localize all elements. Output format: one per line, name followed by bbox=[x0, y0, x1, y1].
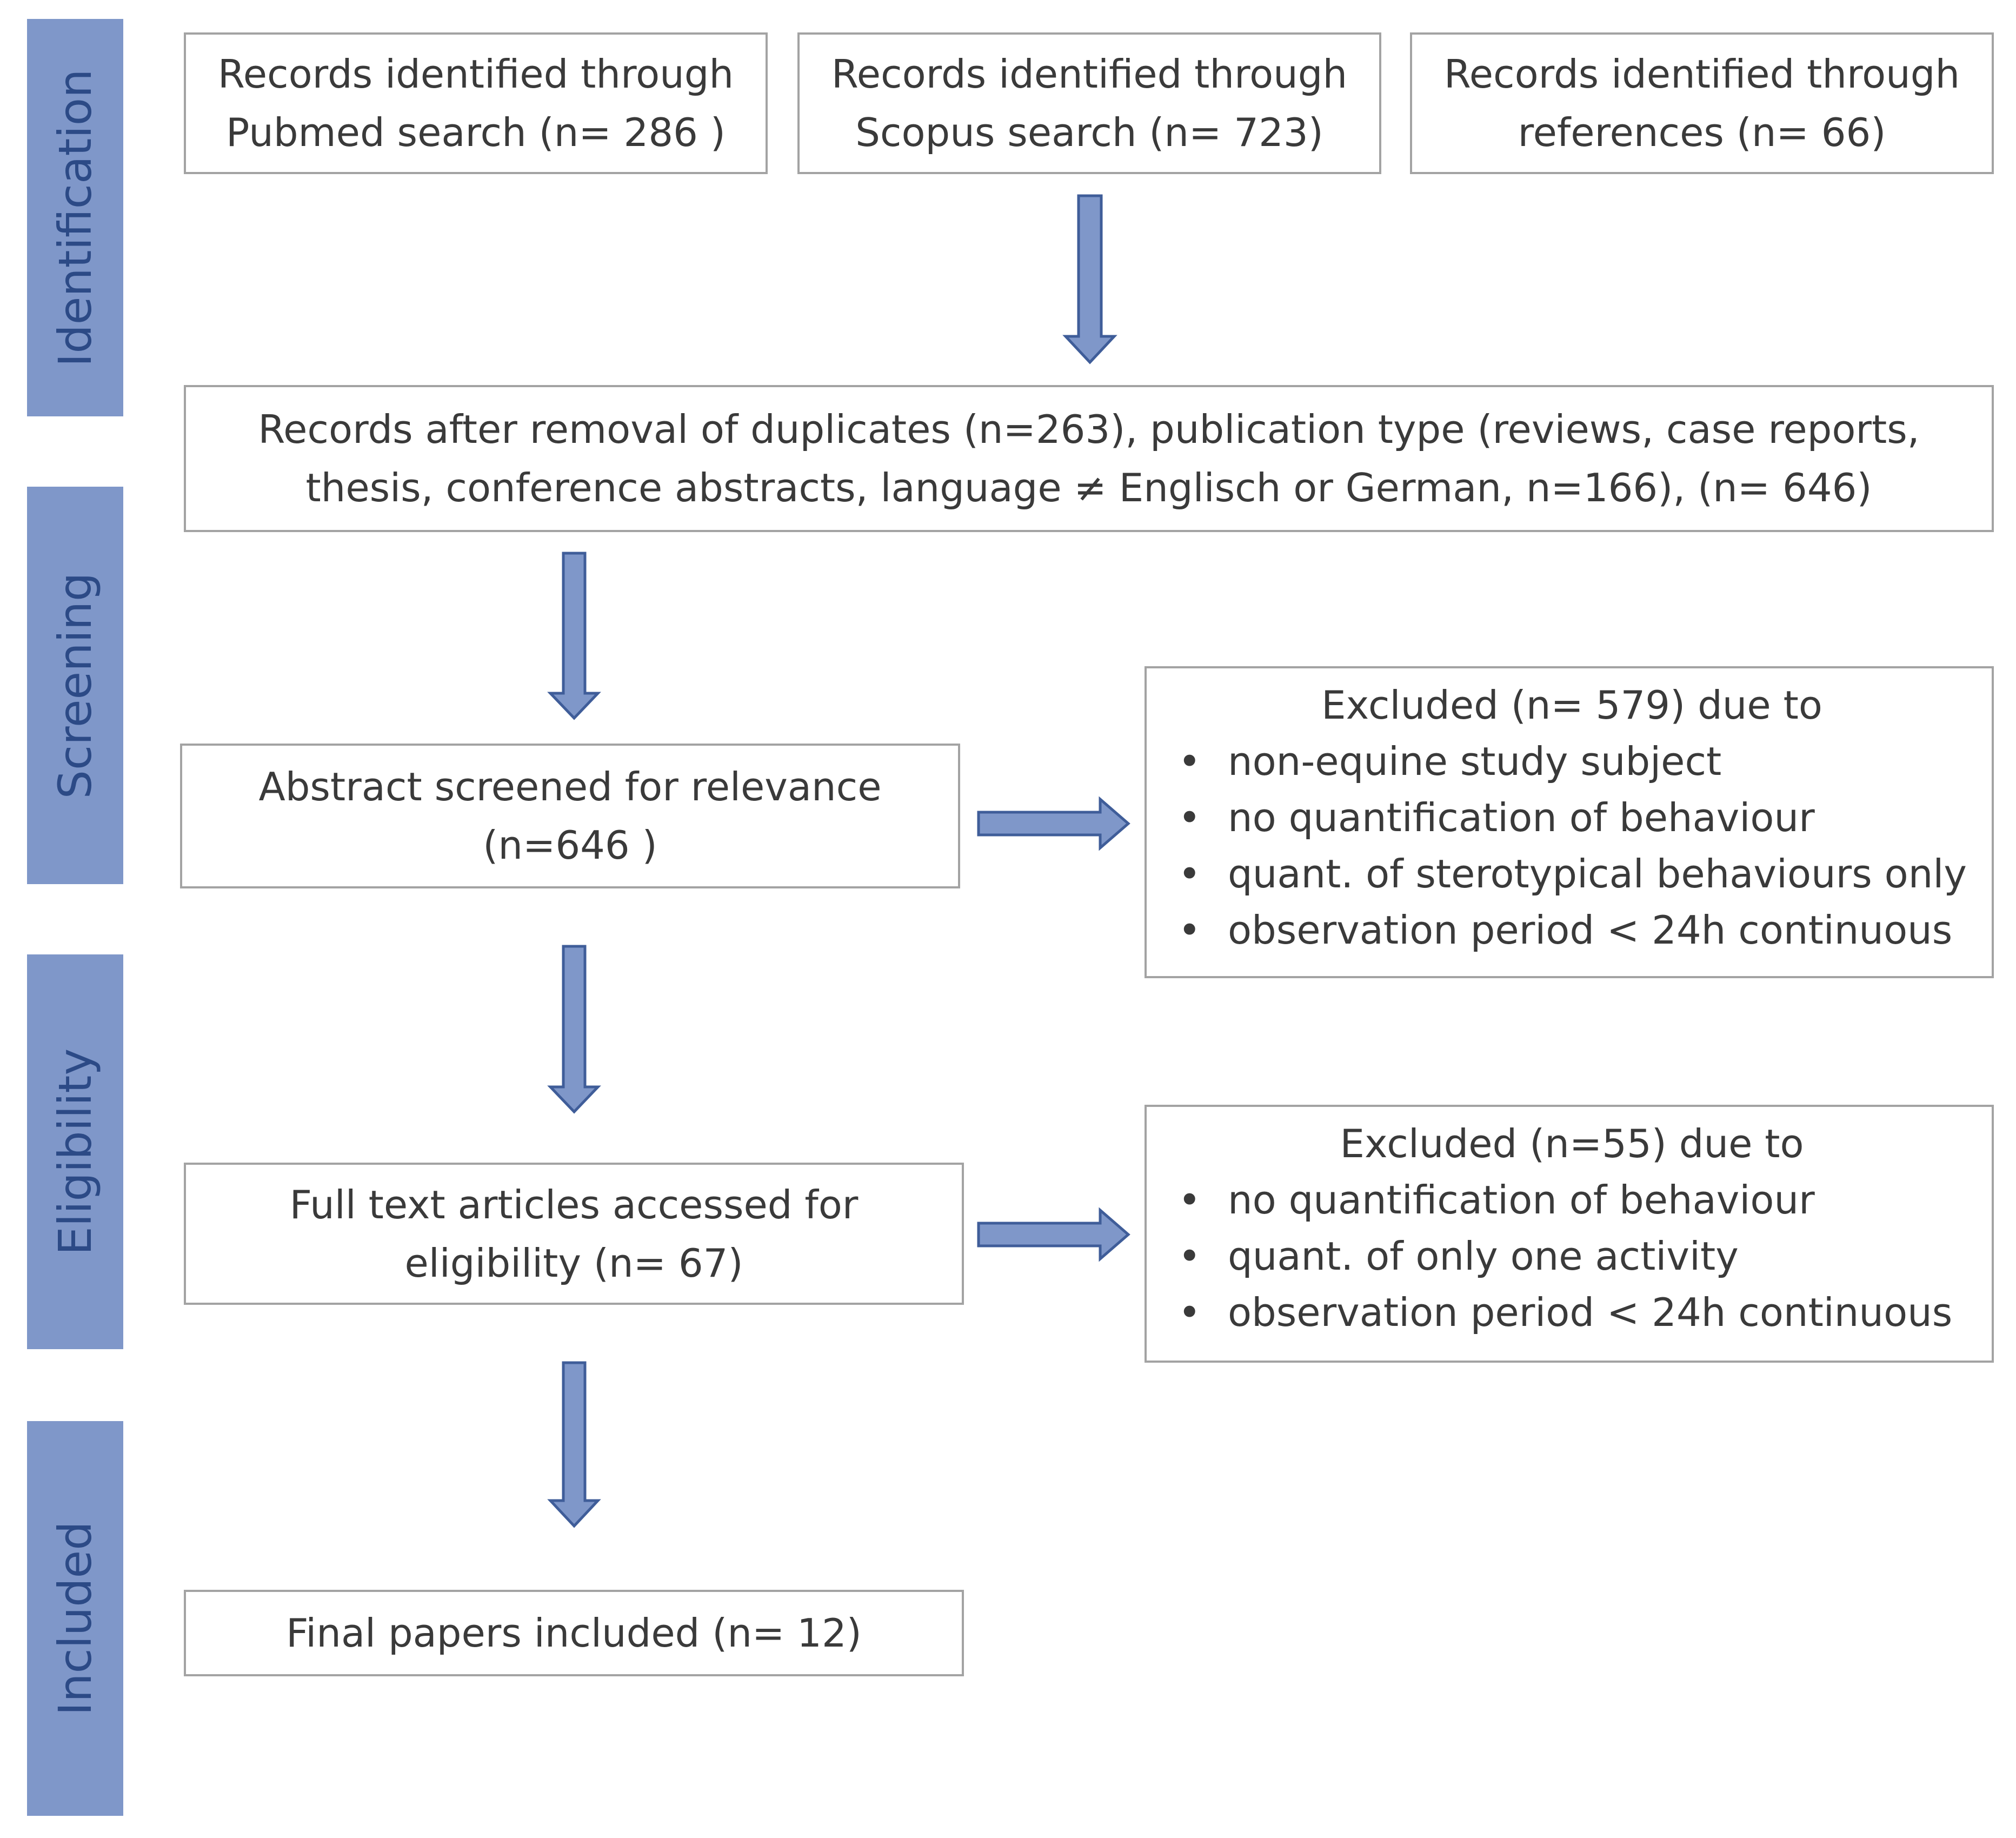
reference-records-box: Records identified through references (n… bbox=[1410, 32, 1994, 174]
full-text-line-1: Full text articles accessed for bbox=[289, 1182, 859, 1227]
list-item: • no quantification of behaviour bbox=[1174, 789, 1970, 846]
excluded-screening-list: • non-equine study subject • no quantifica… bbox=[1174, 733, 1970, 958]
list-item: • no quantification of behaviour bbox=[1174, 1172, 1970, 1228]
bullet-icon: • bbox=[1178, 907, 1201, 953]
bullet-icon: • bbox=[1178, 1233, 1201, 1279]
excluded-eligibility-title: Excluded (n=55) due to bbox=[1340, 1121, 1804, 1166]
reference-records-line-2: references (n= 66) bbox=[1518, 110, 1886, 155]
scopus-records-line-1: Records identified through bbox=[831, 51, 1348, 97]
stage-included: Included bbox=[27, 1421, 123, 1816]
records-after-removal-line-1: Records after removal of duplicates (n=2… bbox=[258, 407, 1920, 452]
list-item-text: no quantification of behaviour bbox=[1228, 795, 1815, 840]
arrow-down-icon bbox=[547, 945, 601, 1114]
list-item-text: observation period < 24h continuous bbox=[1228, 907, 1953, 953]
scopus-records-box: Records identified through Scopus search… bbox=[797, 32, 1381, 174]
scopus-records-line-2: Scopus search (n= 723) bbox=[855, 110, 1323, 155]
list-item-text: quant. of sterotypical behaviours only bbox=[1228, 851, 1967, 897]
final-papers-line: Final papers included (n= 12) bbox=[286, 1610, 862, 1656]
final-papers-box: Final papers included (n= 12) bbox=[184, 1590, 964, 1676]
bullet-icon: • bbox=[1178, 739, 1201, 784]
list-item: • quant. of only one activity bbox=[1174, 1228, 1970, 1284]
records-after-removal-box: Records after removal of duplicates (n=2… bbox=[184, 385, 1994, 532]
pubmed-records-line-2: Pubmed search (n= 286 ) bbox=[226, 110, 726, 155]
arrow-right-icon bbox=[977, 796, 1130, 851]
list-item-text: non-equine study subject bbox=[1228, 739, 1722, 784]
excluded-eligibility-list: • no quantification of behaviour • quant. … bbox=[1174, 1172, 1970, 1341]
abstract-screened-box: Abstract screened for relevance (n=646 ) bbox=[180, 744, 960, 888]
list-item: • non-equine study subject bbox=[1174, 733, 1970, 789]
arrow-down-icon bbox=[1062, 194, 1117, 364]
list-item-text: quant. of only one activity bbox=[1228, 1233, 1739, 1279]
list-item: • observation period < 24h continuous bbox=[1174, 1284, 1970, 1341]
abstract-screened-line-1: Abstract screened for relevance bbox=[258, 764, 882, 809]
excluded-screening-box: Excluded (n= 579) due to • non-equine stu… bbox=[1145, 666, 1994, 978]
list-item: • observation period < 24h continuous bbox=[1174, 902, 1970, 958]
reference-records-line-1: Records identified through bbox=[1443, 51, 1960, 97]
list-item-text: observation period < 24h continuous bbox=[1228, 1290, 1953, 1335]
list-item-text: no quantification of behaviour bbox=[1228, 1177, 1815, 1223]
stage-eligibility: Eligibility bbox=[27, 954, 123, 1349]
bullet-icon: • bbox=[1178, 795, 1201, 840]
bullet-icon: • bbox=[1178, 1290, 1201, 1335]
bullet-icon: • bbox=[1178, 1177, 1201, 1223]
full-text-line-2: eligibility (n= 67) bbox=[404, 1240, 743, 1286]
stage-screening: Screening bbox=[27, 487, 123, 884]
list-item: • quant. of sterotypical behaviours only bbox=[1174, 846, 1970, 902]
bullet-icon: • bbox=[1178, 851, 1201, 897]
arrow-down-icon bbox=[547, 1361, 601, 1528]
pubmed-records-line-1: Records identified through bbox=[217, 51, 734, 97]
pubmed-records-box: Records identified through Pubmed search… bbox=[184, 32, 768, 174]
excluded-eligibility-box: Excluded (n=55) due to • no quantificatio… bbox=[1145, 1105, 1994, 1363]
arrow-right-icon bbox=[977, 1207, 1130, 1262]
abstract-screened-line-2: (n=646 ) bbox=[483, 822, 657, 868]
excluded-screening-title: Excluded (n= 579) due to bbox=[1321, 682, 1822, 728]
stage-identification: Identification bbox=[27, 19, 123, 416]
records-after-removal-line-2: thesis, conference abstracts, language ≠… bbox=[305, 465, 1872, 510]
arrow-down-icon bbox=[547, 552, 601, 720]
full-text-box: Full text articles accessed for eligibil… bbox=[184, 1163, 964, 1305]
